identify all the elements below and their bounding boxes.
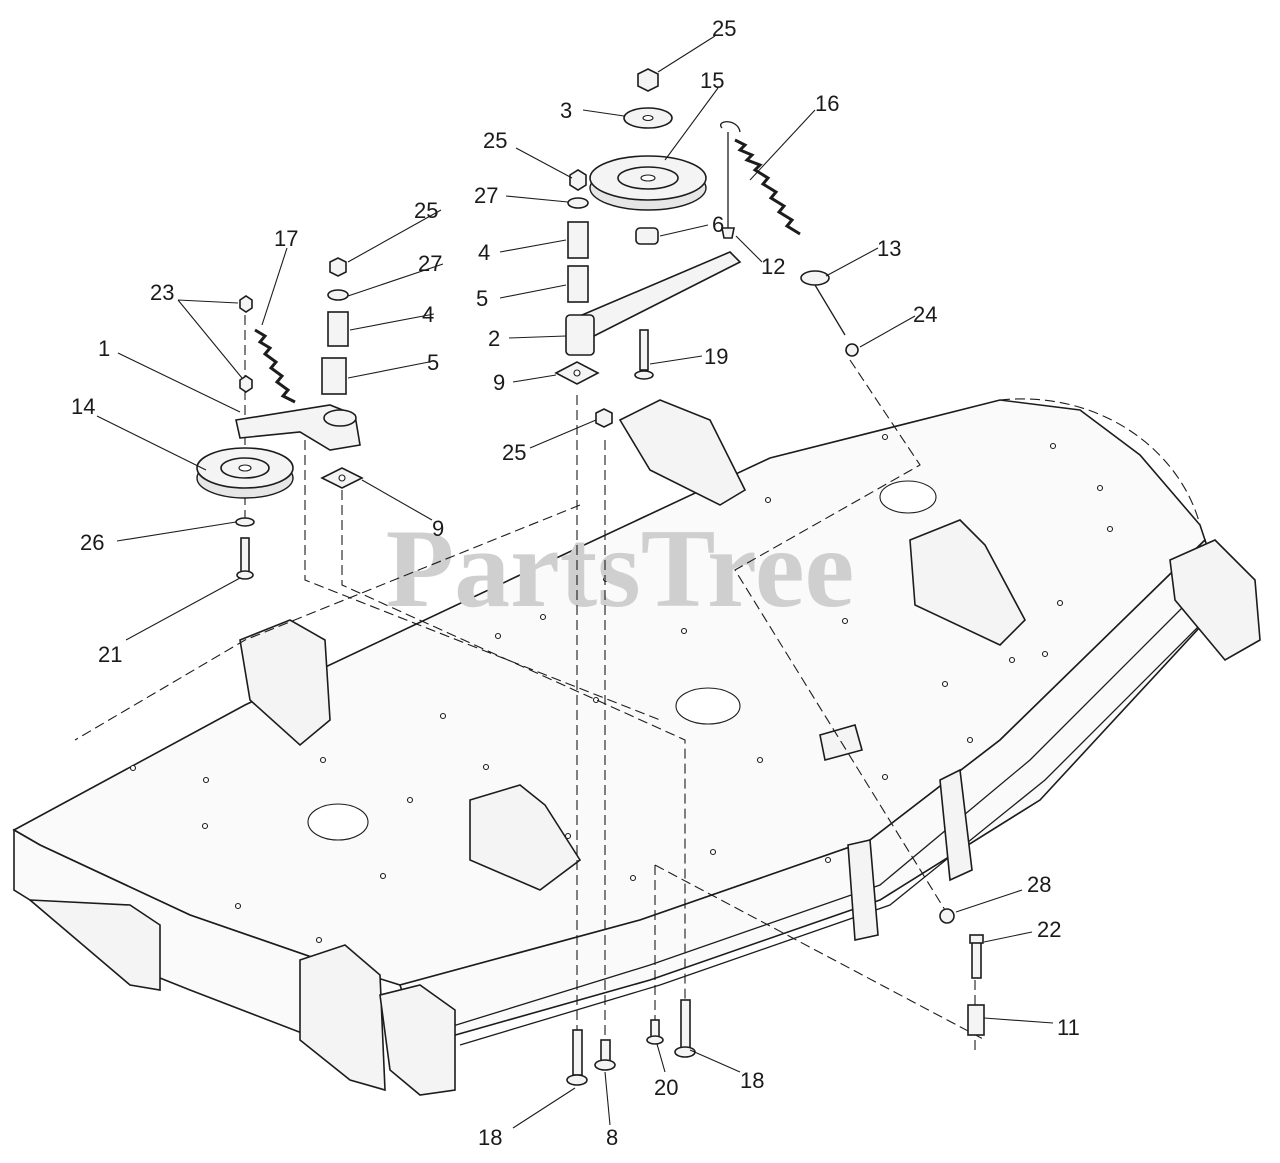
callout-label: 25 [502,440,526,465]
mower-deck [12,398,1261,1096]
callout-label: 27 [418,251,442,276]
callout-label: 5 [476,286,488,311]
callout-label: 14 [71,394,95,419]
callout-label: 6 [712,212,724,237]
callout-label: 2 [488,326,500,351]
callout-label: 22 [1037,917,1061,942]
callout-label: 1 [98,336,110,361]
callout-label: 18 [478,1125,502,1150]
callout-label: 17 [274,226,298,251]
callout-label: 25 [483,128,507,153]
callout-label: 5 [427,350,439,375]
callout-label: 9 [432,516,444,541]
callout-label: 9 [493,370,505,395]
assembly-centerlines [74,300,986,1060]
callout-label: 15 [700,68,724,93]
callout-label: 27 [474,183,498,208]
callout-label: 16 [815,91,839,116]
watermark: PartsTree [386,507,855,631]
callout-label: 8 [606,1125,618,1150]
deck-holes [129,433,1114,944]
callout-labels: 25 15 3 16 25 27 6 12 13 4 5 24 2 19 9 2… [71,16,1080,1150]
bottom-hardware [566,908,985,1086]
callout-label: 4 [422,302,434,327]
callout-label: 12 [761,254,785,279]
left-idler-assembly [196,257,364,580]
callout-label: 11 [1057,1015,1080,1040]
callout-label: 26 [80,530,104,555]
callout-label: 21 [98,642,122,667]
callout-label: 20 [654,1075,678,1100]
callout-label: 28 [1027,872,1051,897]
callout-label: 4 [478,240,490,265]
callout-label: 19 [704,344,728,369]
callout-label: 25 [414,198,438,223]
callout-label: 25 [712,16,736,41]
callout-label: 24 [913,302,937,327]
callout-label: 3 [560,98,572,123]
callout-label: 13 [877,236,901,261]
callout-label: 23 [150,280,174,305]
leader-lines [96,35,1054,1129]
callout-label: 18 [740,1068,764,1093]
center-idler-assembly [554,68,859,428]
